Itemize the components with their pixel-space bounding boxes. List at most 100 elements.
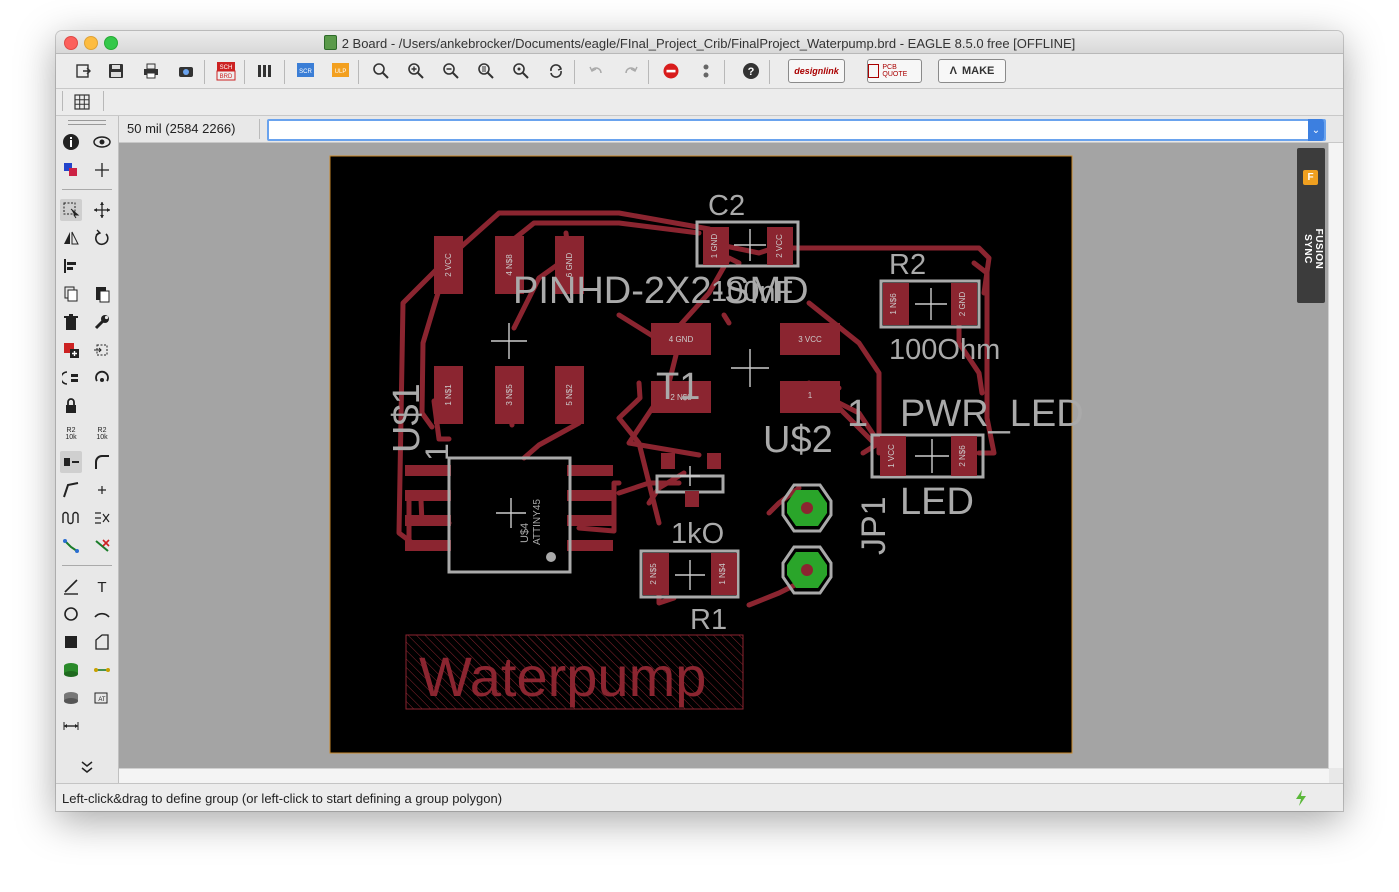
pcb-quote-button[interactable]: PCB QUOTE <box>867 59 922 83</box>
stop-icon[interactable] <box>660 60 682 82</box>
svg-text:SCR: SCR <box>299 69 312 75</box>
zoom-select-icon[interactable] <box>510 60 532 82</box>
u2-pad-3 <box>780 323 840 355</box>
chevron-down-icon[interactable] <box>76 756 98 778</box>
label-waterpump: Waterpump <box>419 645 706 708</box>
lock-icon[interactable] <box>60 395 82 417</box>
replace-icon[interactable] <box>91 339 113 361</box>
meander-icon[interactable] <box>60 507 82 529</box>
status-text: Left-click&drag to define group (or left… <box>62 791 503 806</box>
attiny-pin1-dot <box>546 552 556 562</box>
wire-line-icon[interactable] <box>60 575 82 597</box>
add-part-icon[interactable] <box>60 339 82 361</box>
signal-icon[interactable] <box>91 659 113 681</box>
go-icon[interactable] <box>695 60 717 82</box>
jp1-outline-2 <box>781 545 833 595</box>
layer-pair-icon[interactable] <box>91 507 113 529</box>
label-us1: U$1 <box>386 383 428 453</box>
swap-icon[interactable] <box>60 367 82 389</box>
command-history-chevron-icon[interactable]: ⌄ <box>1308 119 1324 141</box>
label-us1-1: 1 <box>419 443 455 461</box>
refresh-icon[interactable] <box>545 60 567 82</box>
mark-icon[interactable] <box>91 159 113 181</box>
dimension-icon[interactable] <box>60 715 82 737</box>
command-line-input[interactable]: ⌄ <box>267 119 1326 141</box>
ulp-icon[interactable]: ULP <box>330 60 352 82</box>
align-icon[interactable] <box>60 255 82 277</box>
horizontal-scrollbar[interactable] <box>119 768 1329 783</box>
rectangle-icon[interactable] <box>60 631 82 653</box>
minimize-window-button[interactable] <box>84 36 98 50</box>
c2-pad-2 <box>767 227 793 265</box>
grid-icon[interactable] <box>71 91 93 113</box>
library-icon[interactable] <box>254 60 276 82</box>
print-icon[interactable] <box>140 60 162 82</box>
svg-text:4 N$8: 4 N$8 <box>505 254 514 276</box>
label-100nf: 100nF <box>711 276 793 308</box>
title-bar: 2 Board - /Users/ankebrocker/Documents/e… <box>56 31 1343 54</box>
r2-pad-1 <box>883 283 909 325</box>
polygon-icon[interactable] <box>91 631 113 653</box>
zoom-redraw-icon[interactable] <box>475 60 497 82</box>
hole-icon[interactable] <box>60 687 82 709</box>
label-u2: U$2 <box>763 419 833 461</box>
cam-icon[interactable] <box>175 60 197 82</box>
zoom-out-icon[interactable] <box>440 60 462 82</box>
ripup-icon[interactable] <box>91 535 113 557</box>
svg-text:4 GND: 4 GND <box>669 335 694 344</box>
status-bar: Left-click&drag to define group (or left… <box>56 783 1343 811</box>
r1-pad-2 <box>643 553 669 595</box>
zoom-fit-icon[interactable] <box>370 60 392 82</box>
lightning-icon[interactable] <box>1294 789 1308 811</box>
arc-icon[interactable] <box>91 603 113 625</box>
design-link-button[interactable]: designlink <box>788 59 845 83</box>
delete-icon[interactable] <box>60 311 82 333</box>
board-canvas[interactable]: 2 VCC 4 N$8 6 GND 1 N$1 3 N$5 5 N$2 1 GN… <box>119 143 1329 768</box>
show-eye-icon[interactable] <box>91 131 113 153</box>
info-icon[interactable] <box>60 131 82 153</box>
undo-icon[interactable] <box>585 60 607 82</box>
mirror-icon[interactable] <box>60 227 82 249</box>
circle-icon[interactable] <box>60 603 82 625</box>
pad-labels: 2 VCC 4 N$8 6 GND 1 N$1 3 N$5 5 N$2 1 GN… <box>444 234 967 585</box>
miter-icon[interactable] <box>91 451 113 473</box>
board-drawing[interactable]: 2 VCC 4 N$8 6 GND 1 N$1 3 N$5 5 N$2 1 GN… <box>119 143 1329 768</box>
rotate-icon[interactable] <box>91 227 113 249</box>
smash-icon[interactable] <box>60 451 82 473</box>
via-icon[interactable] <box>60 659 82 681</box>
change-wrench-icon[interactable] <box>91 311 113 333</box>
zoom-window-button[interactable] <box>104 36 118 50</box>
paste-icon[interactable] <box>91 283 113 305</box>
waterpump-hatch <box>405 634 744 710</box>
drc-add-icon[interactable] <box>91 479 113 501</box>
move-icon[interactable] <box>91 199 113 221</box>
label-r2: R2 <box>889 249 926 281</box>
svg-text:3 N$5: 3 N$5 <box>505 384 514 406</box>
open-icon[interactable] <box>72 60 94 82</box>
t1-pad-a <box>661 453 675 469</box>
fusion-sync-tab[interactable]: F FUSION SYNC <box>1297 148 1325 303</box>
copy-icon[interactable] <box>60 283 82 305</box>
script-icon[interactable]: SCR <box>295 60 317 82</box>
zoom-in-icon[interactable] <box>405 60 427 82</box>
t1-pad-b <box>707 453 721 469</box>
vertical-scrollbar[interactable] <box>1328 143 1343 768</box>
attribute-icon[interactable]: AT <box>91 687 113 709</box>
c2-outline <box>695 220 800 268</box>
redo-icon[interactable] <box>620 60 642 82</box>
help-icon[interactable]: ? <box>740 60 762 82</box>
close-window-button[interactable] <box>64 36 78 50</box>
label-r1: R1 <box>690 604 727 636</box>
save-icon[interactable] <box>105 60 127 82</box>
route-icon[interactable] <box>60 535 82 557</box>
optimize-icon[interactable] <box>91 367 113 389</box>
text-icon[interactable]: T <box>91 575 113 597</box>
split-icon[interactable] <box>60 479 82 501</box>
eagle-window: 2 Board - /Users/ankebrocker/Documents/e… <box>56 31 1343 811</box>
group-select-icon[interactable] <box>60 199 82 221</box>
display-layers-icon[interactable] <box>60 159 82 181</box>
